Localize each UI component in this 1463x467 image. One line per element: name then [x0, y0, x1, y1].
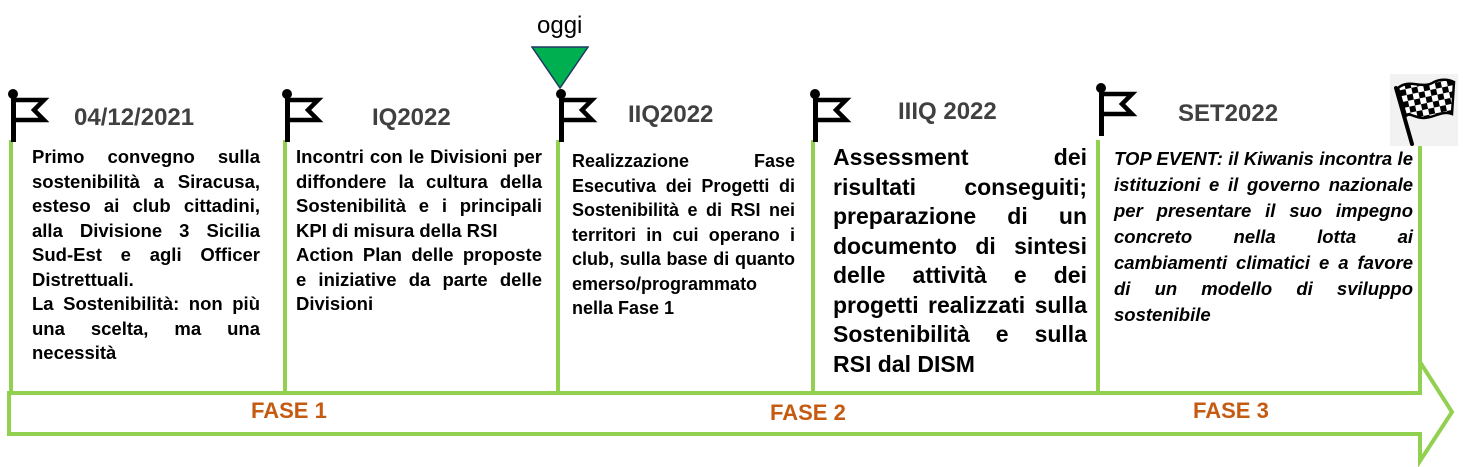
milestone-line-1	[9, 140, 13, 394]
today-label: oggi	[537, 12, 583, 39]
milestone-text-1: Primo convegno sulla sostenibilità a Sir…	[32, 145, 260, 366]
milestone-line-3	[556, 140, 560, 394]
flag-icon	[810, 89, 852, 142]
phase-label-2: FASE 2	[770, 400, 846, 425]
milestone-date-3: IIQ2022	[628, 101, 714, 128]
phase-label-3: FASE 3	[1193, 398, 1269, 423]
today-marker-icon	[531, 46, 589, 90]
milestone-text-4: Assessment dei risultati conseguiti; pre…	[833, 143, 1087, 379]
milestone-date-2: IQ2022	[372, 104, 451, 131]
milestone-date-1: 04/12/2021	[74, 104, 195, 131]
milestone-text-2: Incontri con le Divisioni per diffondere…	[296, 145, 542, 317]
flag-icon	[1096, 83, 1138, 136]
milestone-text-3: Realizzazione Fase Esecutiva dei Progett…	[572, 149, 795, 321]
milestone-date-5: SET2022	[1178, 100, 1279, 127]
checkered-flag-icon	[1390, 74, 1458, 146]
flag-icon	[556, 89, 598, 142]
milestone-2-paragraph-1: Incontri con le Divisioni per diffondere…	[296, 146, 542, 241]
milestone-2-paragraph-2: Action Plan delle proposte e iniziative …	[296, 244, 542, 314]
milestone-1-paragraph-1: Primo convegno sulla sostenibilità a Sir…	[32, 146, 260, 290]
milestone-5-paragraph-1: TOP EVENT: il Kiwanis incontra le istitu…	[1114, 148, 1413, 325]
milestone-date-4: IIIQ 2022	[898, 98, 997, 125]
milestone-line-2	[283, 140, 287, 394]
milestone-1-paragraph-2: La Sostenibilità: non più una scelta, ma…	[32, 293, 260, 363]
milestone-line-5	[1096, 140, 1100, 394]
milestone-line-end	[1418, 140, 1422, 394]
milestone-line-4	[811, 140, 815, 394]
flag-icon	[8, 89, 50, 142]
milestone-4-paragraph-1: Assessment dei risultati conseguiti; pre…	[833, 144, 1087, 377]
milestone-3-paragraph-1: Realizzazione Fase Esecutiva dei Progett…	[572, 151, 795, 318]
milestone-text-5: TOP EVENT: il Kiwanis incontra le istitu…	[1114, 146, 1413, 328]
flag-icon	[282, 89, 324, 142]
phase-label-1: FASE 1	[251, 398, 327, 423]
